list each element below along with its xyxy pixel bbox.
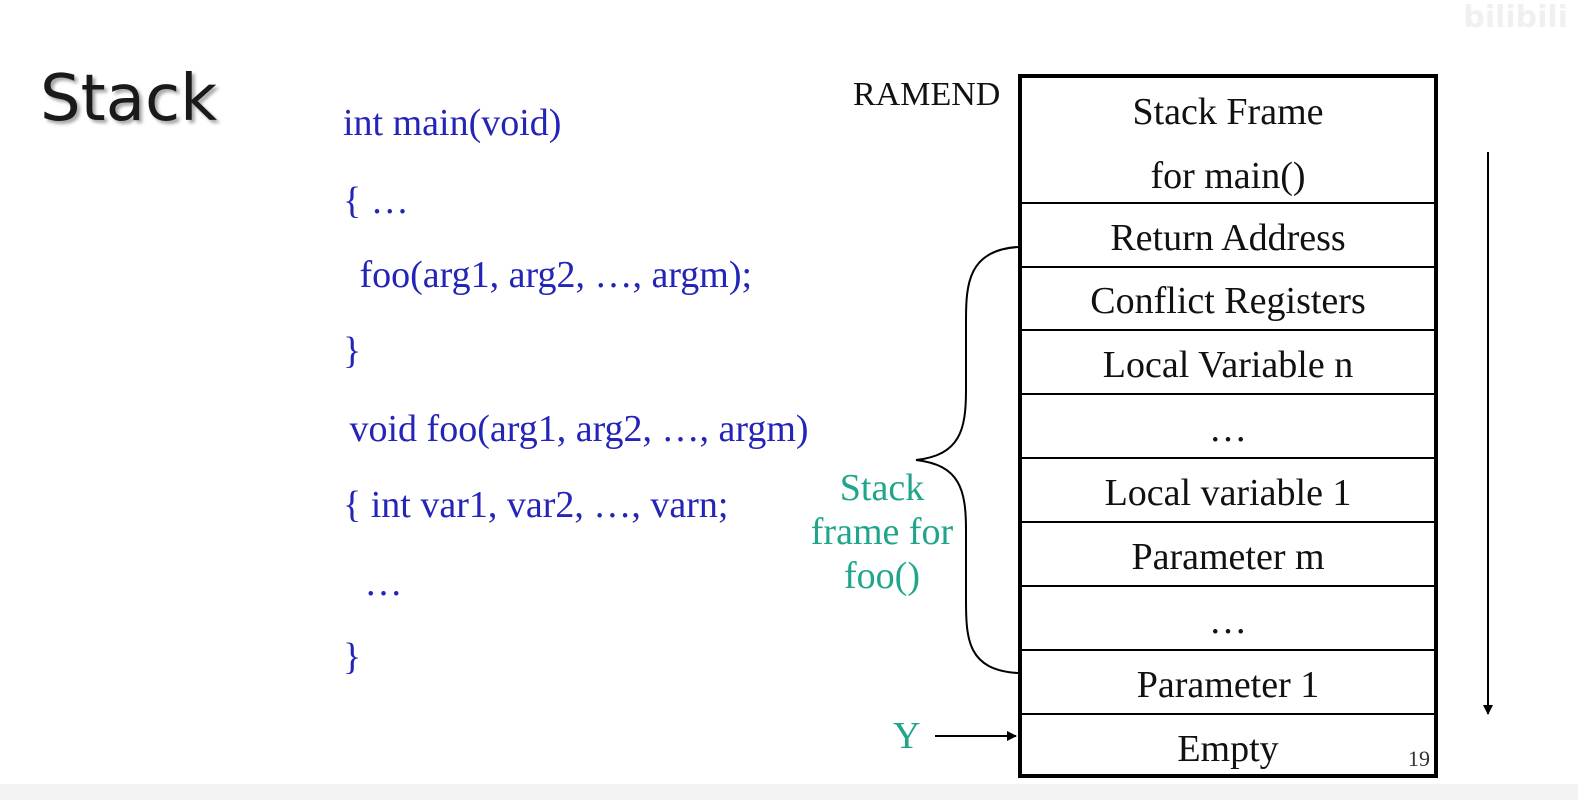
stack-cell-local-variable-1: Local variable 1: [1104, 472, 1352, 514]
code-line: { int var1, var2, …, varn;: [343, 484, 729, 526]
stack-cell-local-variable-n: Local Variable n: [1102, 344, 1354, 386]
slide-title: Stack: [40, 62, 218, 136]
stack-pointer-y-label: Y: [893, 715, 921, 757]
stack-cell-frame-main-line1: Stack Frame: [1132, 91, 1324, 133]
stack-divider: [1022, 649, 1434, 651]
stack-cell-ellipsis: …: [1209, 408, 1247, 450]
stack-frame-foo-label: Stack frame for foo(): [800, 466, 964, 598]
code-line: foo(arg1, arg2, …, argm);: [350, 254, 753, 296]
code-line: …: [355, 562, 403, 604]
stack-cell-conflict-registers: Conflict Registers: [1090, 280, 1366, 322]
stack-divider: [1022, 585, 1434, 587]
stack-cell-empty: Empty: [1177, 728, 1279, 770]
code-line: int main(void): [343, 102, 562, 144]
stack-divider: [1022, 457, 1434, 459]
bottom-strip: [0, 784, 1578, 800]
stack-cell-parameter-m: Parameter m: [1131, 536, 1325, 578]
stack-divider: [1022, 713, 1434, 715]
stack-cell-parameter-1: Parameter 1: [1136, 664, 1320, 706]
stack-divider: [1022, 266, 1434, 268]
code-line: }: [343, 636, 362, 678]
stack-divider: [1022, 329, 1434, 331]
bilibili-watermark: bilibili: [1463, 0, 1568, 35]
page-number: 19: [1408, 746, 1430, 771]
code-line: }: [343, 330, 362, 372]
stack-frame-foo-label-line: foo(): [844, 555, 920, 597]
stack-frame-foo-label-line: frame for: [810, 511, 954, 553]
stack-frame-brace: [915, 246, 1019, 674]
code-line: void foo(arg1, arg2, …, argm): [340, 408, 809, 450]
stack-divider: [1022, 521, 1434, 523]
stack-cell-ellipsis: …: [1209, 600, 1247, 642]
ramend-label: RAMEND: [853, 76, 1001, 113]
stack-cell-return-address: Return Address: [1110, 217, 1346, 259]
stack-divider: [1022, 393, 1434, 395]
stack-cell-frame-main-line2: for main(): [1150, 155, 1306, 197]
stack-frame-foo-label-line: Stack: [839, 467, 925, 509]
stack-divider: [1022, 202, 1434, 204]
code-line: { …: [343, 180, 409, 222]
stack-memory-diagram: Stack Frame for main() Return Address Co…: [1018, 74, 1438, 778]
